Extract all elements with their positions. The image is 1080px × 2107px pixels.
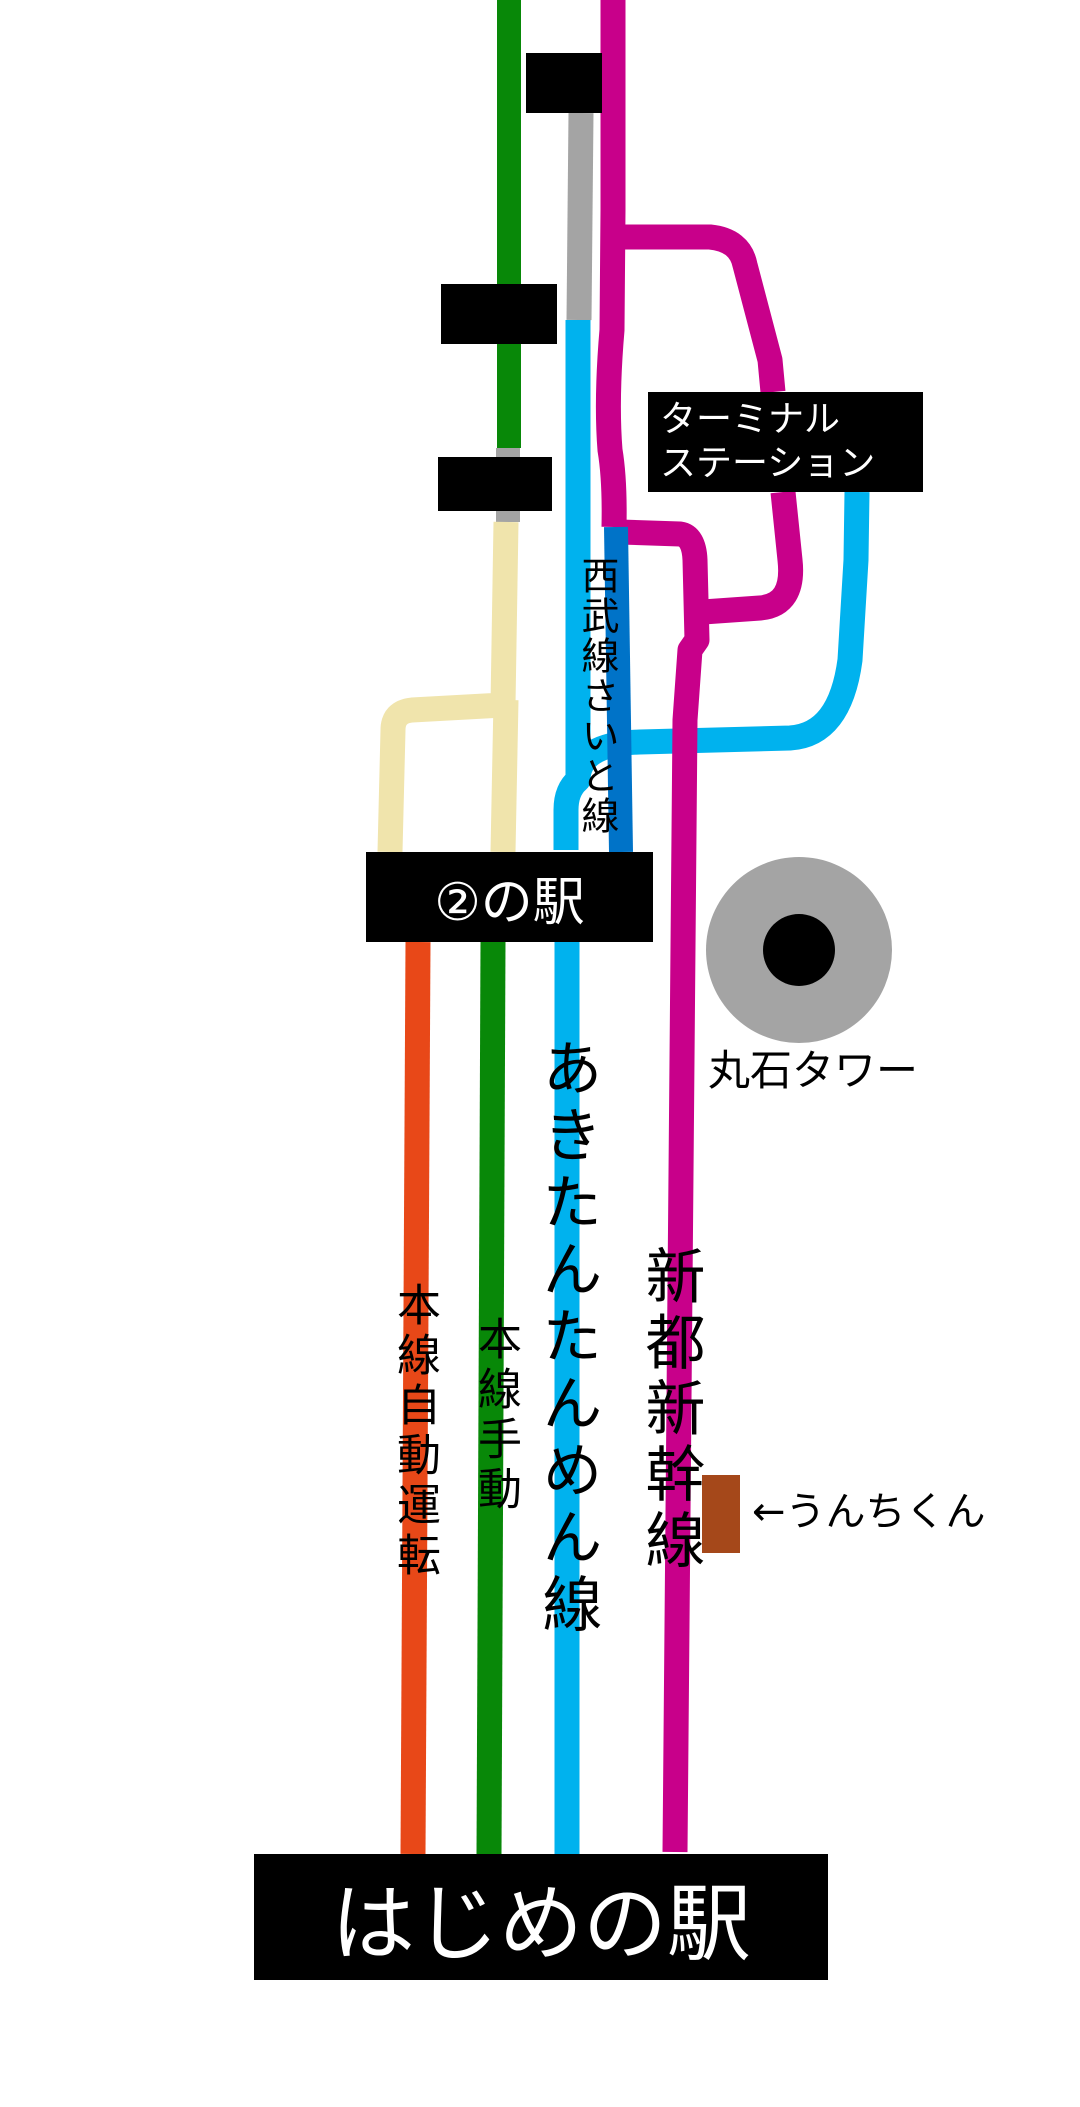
line-label-honsen-shudo: 本線手動	[470, 1316, 521, 1516]
unchi-label: ←うんちくん	[752, 1489, 986, 1535]
line-seibu	[604, 526, 633, 853]
tower-label: 丸石タワー	[708, 1046, 919, 1095]
line-green-south	[476, 941, 506, 1855]
brown-block-icon	[702, 1475, 740, 1553]
line-cyan-north	[553, 320, 591, 850]
station-terminal-line1: ターミナル	[660, 399, 841, 440]
line-label-honsen-jido: 本線自動運転	[389, 1282, 440, 1582]
line-label-shinto: 新都新幹線	[635, 1245, 705, 1575]
station-unnamed-3[interactable]	[438, 457, 552, 511]
station-unnamed-1[interactable]	[526, 53, 602, 113]
line-magenta-terminal-south	[702, 490, 804, 625]
line-label-akitan: あきたんたんめん線	[532, 1037, 602, 1640]
line-beige-main	[490, 699, 519, 853]
tower-circle-icon	[706, 857, 892, 1043]
station-second[interactable]: ②の駅	[366, 852, 653, 942]
line-magenta-north	[595, 0, 627, 528]
line-cyan-loop	[565, 491, 870, 782]
station-first-label: はじめの駅	[330, 1874, 751, 1973]
line-beige	[377, 521, 519, 853]
station-second-label: ②の駅	[434, 872, 585, 933]
station-terminal[interactable]: ターミナル ステーション	[648, 392, 923, 492]
line-orange-south	[400, 941, 431, 1855]
line-gray-segment-cyan	[566, 112, 594, 321]
station-unnamed-2[interactable]	[441, 284, 557, 344]
line-label-seibu: 西武線さいと線	[575, 556, 619, 836]
station-first[interactable]: はじめの駅	[254, 1854, 828, 1980]
line-magenta-branch	[615, 224, 786, 394]
station-terminal-line2: ステーション	[660, 443, 876, 484]
line-magenta-mid	[619, 519, 710, 1853]
